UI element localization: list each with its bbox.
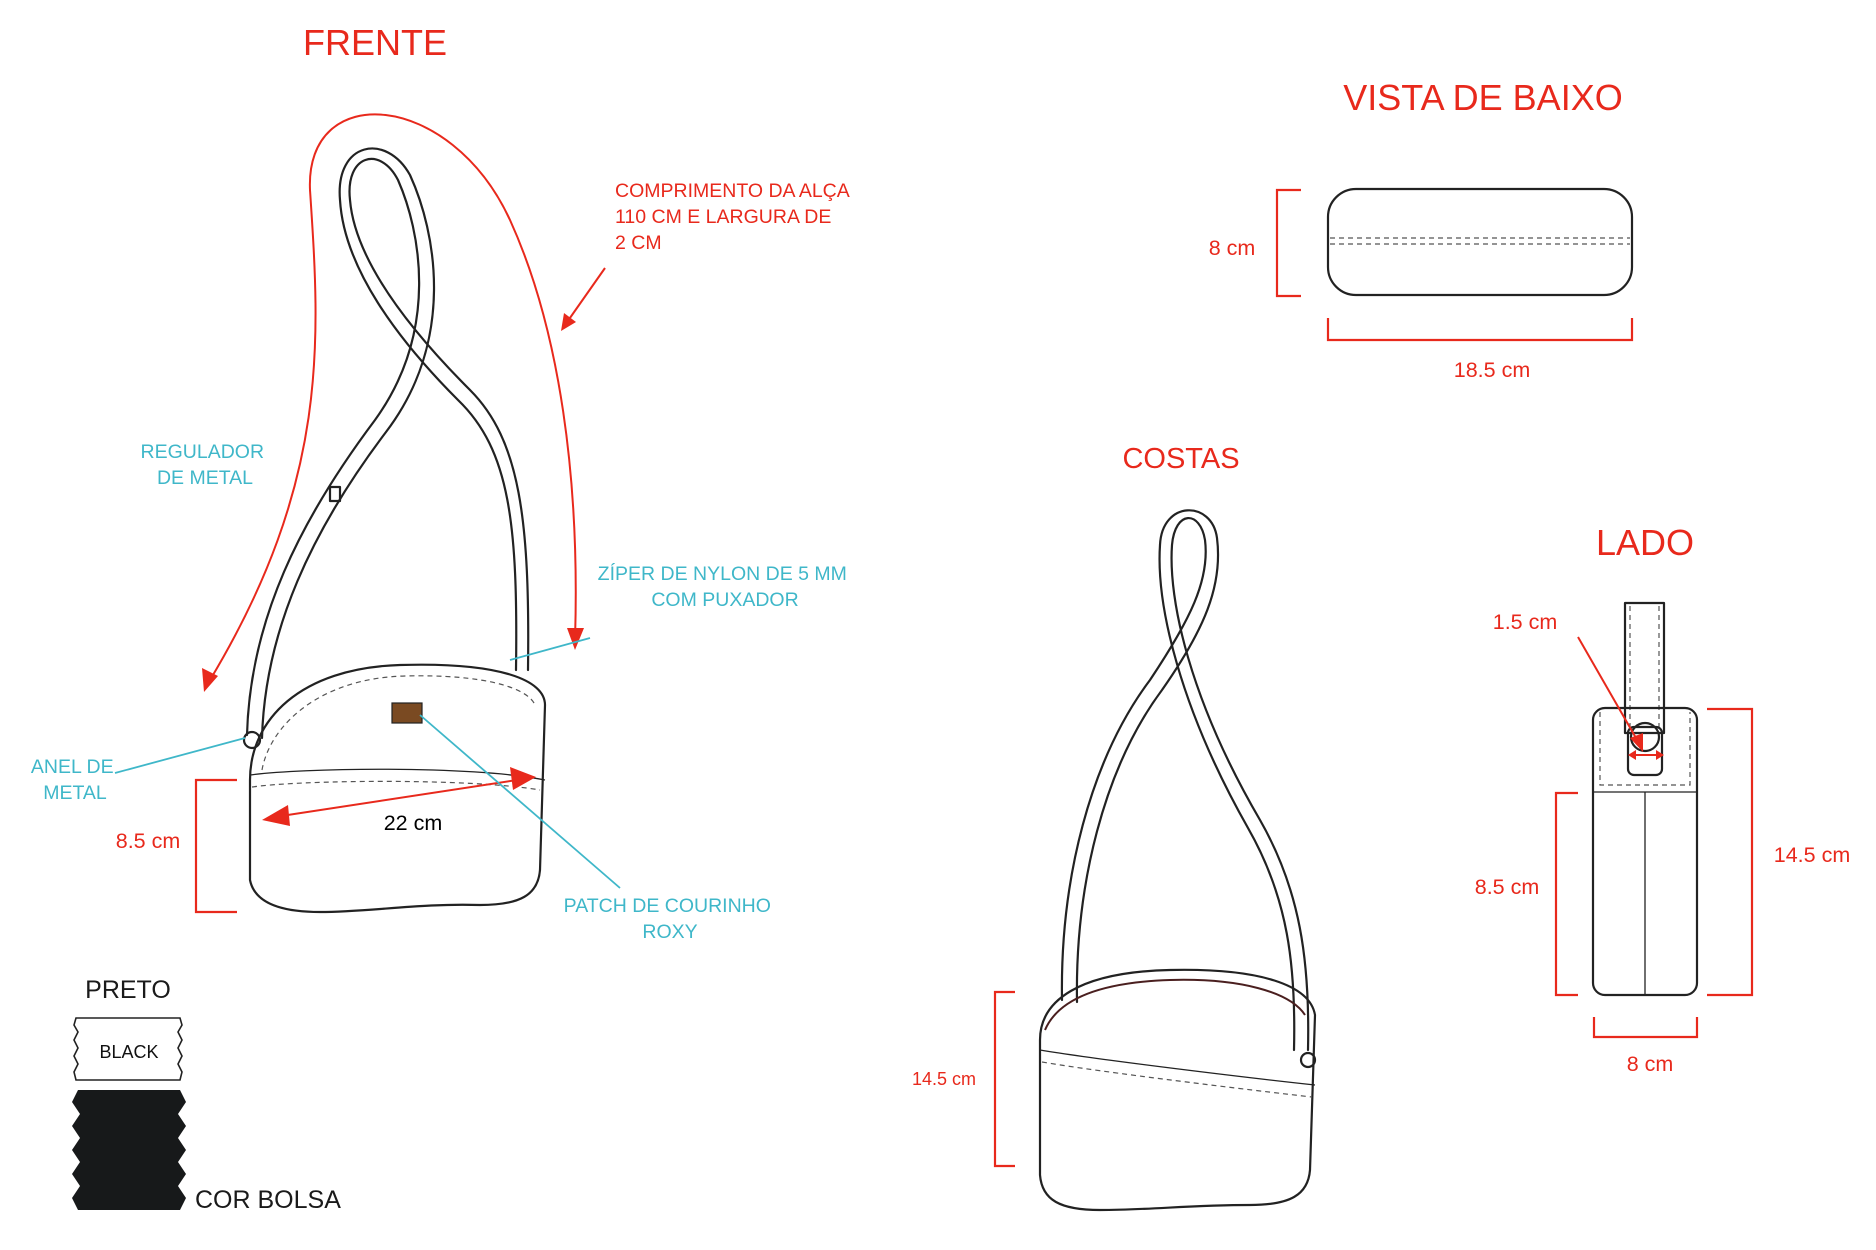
front-view: FRENTE 22 cm 8.5 cm xyxy=(31,22,854,943)
swatch-color-name: PRETO xyxy=(85,976,171,1004)
side-width-label: 8 cm xyxy=(1627,1052,1674,1076)
leather-patch xyxy=(391,702,423,724)
front-view-title: FRENTE xyxy=(303,22,447,63)
front-height-label: 8.5 cm xyxy=(116,829,181,853)
back-metal-ring xyxy=(1299,1051,1317,1069)
side-ring-tab xyxy=(1626,725,1664,777)
width-arrowhead-right xyxy=(510,767,536,790)
side-body-bracket xyxy=(1554,791,1578,997)
side-total-bracket xyxy=(1707,707,1754,997)
back-height-label: 14.5 cm xyxy=(912,1069,976,1089)
side-total-label: 14.5 cm xyxy=(1774,843,1850,867)
metal-adjuster xyxy=(328,485,342,503)
side-strap-leader-head xyxy=(1630,733,1643,752)
bottom-depth-label: 8 cm xyxy=(1209,236,1256,260)
front-bag-body xyxy=(248,663,547,914)
metal-adjuster-note: REGULADOR DE METAL xyxy=(141,441,270,489)
bottom-depth-bracket xyxy=(1275,188,1301,298)
front-height-bracket xyxy=(194,778,237,914)
side-strap-stitch xyxy=(1629,606,1660,728)
patch-leader xyxy=(419,714,621,889)
leather-patch-note: PATCH DE COURINHO ROXY xyxy=(564,895,777,943)
front-strap xyxy=(245,147,530,740)
color-swatch: PRETO BLACK COR BOLSA xyxy=(72,976,341,1214)
back-view: COSTAS 14.5 cm xyxy=(912,443,1317,1212)
back-view-title: COSTAS xyxy=(1122,443,1239,475)
bottom-view: VISTA DE BAIXO 8 cm 18.5 cm xyxy=(1209,77,1634,382)
swatch-fabric xyxy=(72,1090,186,1210)
side-strap-tab xyxy=(1623,601,1666,735)
width-arrow-line xyxy=(267,777,531,819)
side-view-title: LADO xyxy=(1596,522,1694,563)
front-width-label: 22 cm xyxy=(384,811,443,835)
strap-arrowhead-top xyxy=(561,313,576,331)
side-body-stitch xyxy=(1599,712,1691,786)
strap-arrowhead-right xyxy=(567,628,584,650)
strap-length-guide xyxy=(209,113,577,681)
strap-arrowhead-left xyxy=(202,668,218,692)
back-height-bracket xyxy=(993,990,1015,1168)
side-body-label: 8.5 cm xyxy=(1475,875,1540,899)
side-strap-label: 1.5 cm xyxy=(1493,610,1558,634)
back-bag-body xyxy=(1038,968,1317,1212)
strap-length-leader xyxy=(564,267,606,326)
side-strap-leader xyxy=(1577,636,1641,746)
side-strap-arrow-left xyxy=(1628,750,1636,760)
swatch-caption: COR BOLSA xyxy=(195,1186,341,1214)
metal-ring xyxy=(242,730,262,750)
zipper-leader xyxy=(509,637,591,661)
side-width-bracket xyxy=(1592,1017,1699,1039)
bottom-width-bracket xyxy=(1326,318,1634,342)
bottom-seam xyxy=(1330,237,1630,245)
swatch-label-card xyxy=(73,1017,183,1081)
swatch-label: BLACK xyxy=(99,1042,158,1062)
bottom-width-label: 18.5 cm xyxy=(1454,358,1530,382)
side-view: LADO 1.5 cm 8.5 cm 14.5 cm 8 cm xyxy=(1475,522,1851,1076)
zipper-note: ZÍPER DE NYLON DE 5 MM COM PUXADOR xyxy=(598,562,853,611)
back-strap xyxy=(1060,509,1310,1052)
side-strap-arrow-right xyxy=(1656,750,1664,760)
bottom-panel xyxy=(1326,187,1634,297)
bottom-view-title: VISTA DE BAIXO xyxy=(1343,77,1622,118)
strap-length-note: COMPRIMENTO DA ALÇA 110 CM E LARGURA DE … xyxy=(615,180,854,254)
width-arrowhead-left xyxy=(262,805,290,826)
ring-leader xyxy=(114,737,246,774)
metal-ring-note: ANEL DE METAL xyxy=(31,756,119,804)
side-metal-ring xyxy=(1629,721,1661,753)
